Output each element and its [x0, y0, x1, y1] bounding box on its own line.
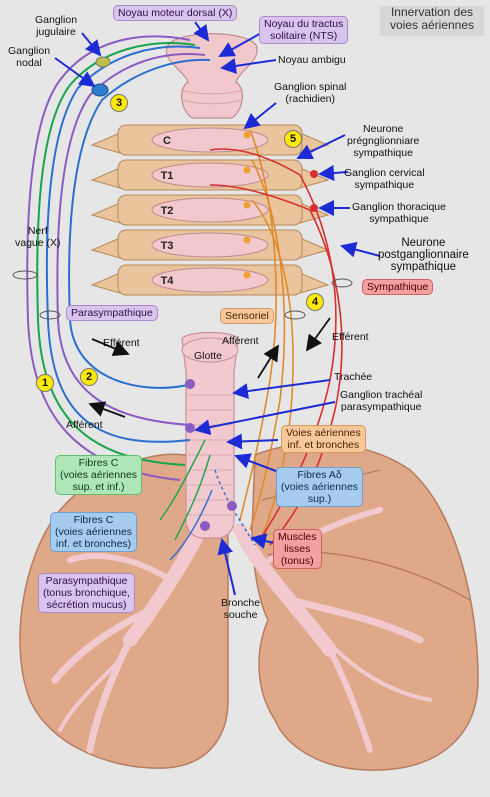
right-lung: [251, 442, 479, 771]
vertebra-label: T4: [161, 275, 175, 287]
tracheal-ganglion: [185, 379, 195, 389]
label-nodal-ganglion: Ganglion nodal: [8, 45, 51, 69]
bronchial-tree: [51, 507, 432, 754]
label-vagus-nerve: Nerf vague (X): [15, 225, 61, 249]
tag-lower-airways: Voies aériennes inf. et bronches: [281, 425, 366, 453]
vertebra-t4: T4: [90, 264, 330, 296]
number-badge-1: 1: [36, 374, 54, 392]
label-preganglionic-neuron: Neurone prégnglionniare sympathique: [347, 123, 420, 159]
number-badge-4: 4: [306, 293, 324, 311]
label-jugular-ganglion: Ganglion jugulaire: [35, 14, 78, 38]
tag-sympathetic: Sympathique: [362, 279, 434, 295]
sensory-ring: [284, 310, 306, 320]
label-afferent-mid: Afférent: [222, 335, 259, 347]
cervical-ganglion: [310, 170, 318, 178]
label-postganglionic-neuron: Neurone postganglionnaire sympathique: [378, 237, 469, 273]
jugular-ganglion: [95, 56, 111, 68]
number-badge-3: 3: [110, 94, 128, 112]
trachea: [181, 331, 239, 539]
tag-c-fibers-upper: Fibres C (voies aériennes sup. et inf.): [55, 455, 143, 495]
direction-arrows: [88, 317, 331, 418]
vagus-nerve-fibers: [26, 35, 211, 481]
label-efferent-left: Efférent: [103, 337, 140, 349]
vertebra-t2: T2: [90, 194, 330, 226]
tag-c-fibers-lower: Fibres C (voies aériennes inf. et bronch…: [50, 512, 138, 552]
label-efferent-right: Efférent: [332, 331, 369, 343]
tag-a-delta-fibers: Fibres Aδ (voies aériennes sup.): [276, 467, 364, 507]
label-glottis: Glotte: [194, 350, 223, 362]
glottis: [181, 337, 239, 363]
label-trachea: Trachée: [334, 371, 373, 383]
tag-dorsal-motor-nucleus: Noyau moteur dorsal (X): [113, 5, 238, 21]
tracheal-ganglion-2: [185, 423, 195, 433]
tag-smooth-muscle: Muscles lisses (tonus): [273, 529, 322, 569]
thoracic-ganglion: [310, 204, 318, 212]
label-cervical-ganglion: Ganglion cervical sympathique: [344, 167, 425, 191]
bronchial-ganglion-2: [227, 501, 237, 511]
bronchial-ganglion: [200, 521, 210, 531]
vagus-ring: [12, 270, 38, 280]
vertebra-label: T3: [161, 240, 174, 252]
label-nucleus-ambiguus: Noyau ambigu: [278, 54, 346, 66]
number-badge-2: 2: [80, 368, 98, 386]
tag-parasympathetic: Parasympathique: [66, 305, 158, 321]
tag-parasympathetic-tonus: Parasympathique (tonus bronchique, sécré…: [38, 573, 135, 613]
tag-sensory: Sensoriel: [220, 308, 274, 324]
label-spinal-ganglion: Ganglion spinal (rachidien): [274, 81, 347, 105]
vagus-ring-2: [39, 310, 61, 320]
tracheal-rings: [188, 394, 232, 516]
vertebra-t3: T3: [90, 229, 330, 261]
sympathetic-ring: [331, 278, 353, 288]
vertebra-label: T2: [161, 205, 174, 217]
label-afferent-left: Afférent: [66, 419, 103, 431]
tag-nts: Noyau du tractus solitaire (NTS): [259, 16, 349, 44]
number-badge-5: 5: [284, 130, 302, 148]
nodal-ganglion: [91, 83, 109, 97]
label-main-bronchus: Bronche souche: [221, 597, 261, 621]
vertebra-label: T1: [161, 170, 174, 182]
diagram-title: Innervation des voies aériennes: [380, 6, 484, 36]
vertebra-label: C: [163, 135, 171, 147]
label-thoracic-ganglion: Ganglion thoracique sympathique: [352, 201, 446, 225]
label-tracheal-ganglion: Ganglion trachéal parasympathique: [340, 389, 423, 413]
